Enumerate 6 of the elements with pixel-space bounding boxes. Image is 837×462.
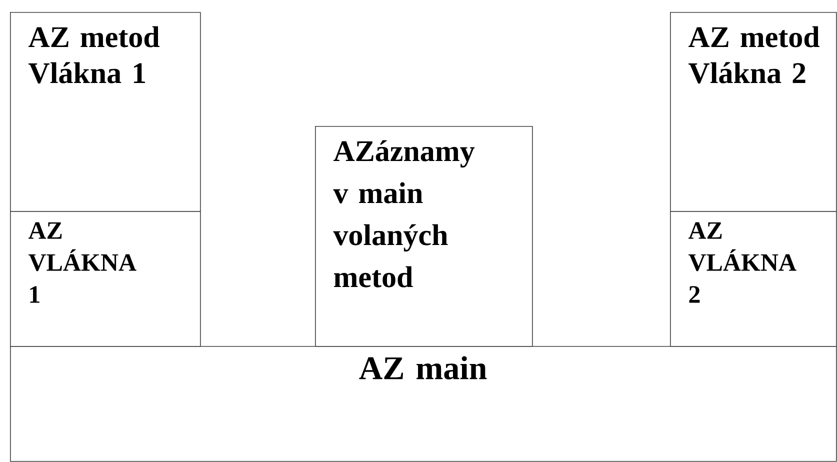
stack-box: AZ main xyxy=(10,346,837,462)
stack-box: AZ VLÁKNA 1 xyxy=(10,211,201,347)
stack-box: AZáznamy v main volaných metod xyxy=(315,126,533,347)
stack-box: AZ metod Vlákna 2 xyxy=(670,12,837,212)
stack-box: AZ VLÁKNA 2 xyxy=(670,211,837,347)
stack-box: AZ metod Vlákna 1 xyxy=(10,12,201,212)
